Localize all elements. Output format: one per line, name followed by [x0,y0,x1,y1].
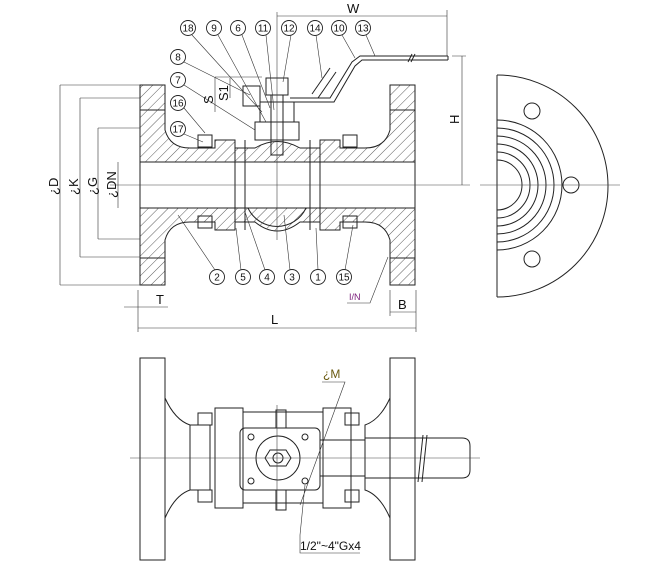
balloon: 1 [310,269,326,285]
svg-text:8: 8 [175,53,181,64]
svg-text:3: 3 [289,273,295,284]
svg-text:16: 16 [172,99,184,110]
svg-text:2: 2 [214,273,220,284]
left-flange-bottom [139,257,166,286]
bolts [197,134,358,229]
svg-text:17: 17 [172,125,184,136]
svg-text:15: 15 [338,273,350,284]
balloon: 8 [170,49,186,65]
svg-text:13: 13 [357,24,369,35]
dim-h: H [447,115,462,124]
svg-text:4: 4 [264,273,270,284]
balloon: 18 [180,20,196,36]
dim-b: B [398,297,407,312]
balloon: 3 [284,269,300,285]
balloon: 13 [355,20,371,36]
svg-text:14: 14 [309,24,321,35]
balloon: 9 [206,20,222,36]
svg-text:10: 10 [333,24,345,35]
balloon: 17 [170,121,186,137]
balloon: 12 [281,20,297,36]
left-flange-top [139,84,166,111]
balloons-left: 8 7 16 17 [170,49,256,143]
dim-dn: ¿DN [104,171,119,198]
balloon: 6 [230,20,246,36]
handle [290,53,449,103]
svg-text:7: 7 [175,76,181,87]
dim-k: ¿K [66,178,81,195]
dim-s1: S1 [216,85,231,101]
svg-text:18: 18 [182,24,194,35]
dim-g: ¿G [85,177,100,195]
body-lower [139,207,416,259]
svg-text:6: 6 [235,24,241,35]
svg-text:12: 12 [283,24,295,35]
plan-view: ¿M 1/2"~4"Gx4 [130,357,480,561]
end-view [480,74,620,298]
balloon: 4 [259,269,275,285]
balloon: 11 [255,20,271,36]
balloon: 2 [209,269,225,285]
section-view [110,12,470,286]
dim-t: T [156,292,164,307]
balloon: 15 [336,269,352,285]
balloon: 10 [331,20,347,36]
body-upper [139,109,416,163]
dim-m: ¿M [323,367,340,381]
thread-spec: 1/2"~4"Gx4 [300,539,361,553]
svg-text:9: 9 [211,24,217,35]
balloons-top: 18 9 6 11 12 14 10 13 [180,20,376,123]
svg-text:5: 5 [240,273,246,284]
dimensions: W H S S1 ¿D ¿K ¿G ¿DN T B L I/N [46,1,466,332]
balloon: 5 [235,269,251,285]
dim-in: I/N [349,292,361,302]
dim-d: ¿D [46,178,61,195]
balloons-bottom: 2 5 4 3 1 15 [177,211,354,285]
dim-w: W [347,1,360,16]
balloon: 14 [307,20,323,36]
right-flange-bottom [389,257,416,286]
balloon: 16 [170,95,186,111]
dim-l: L [271,312,278,327]
svg-text:1: 1 [315,273,321,284]
dim-s: S [201,95,216,104]
right-flange-top [389,84,416,111]
balloon: 7 [170,72,186,88]
svg-text:11: 11 [258,24,269,35]
